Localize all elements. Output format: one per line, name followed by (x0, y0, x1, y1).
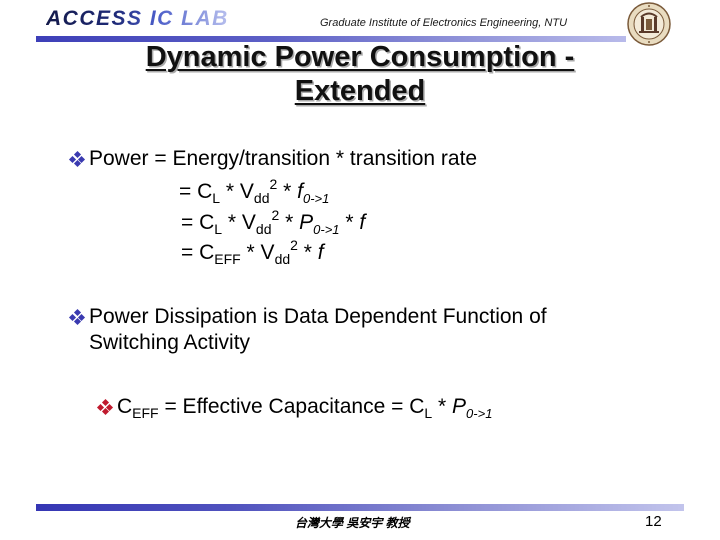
eq-sup: 2 (290, 237, 298, 253)
blue-diamond-bullet-icon (68, 308, 86, 326)
blue-diamond-bullet-icon (68, 150, 86, 168)
university-seal-icon (627, 2, 671, 46)
eq-sup: 2 (271, 207, 280, 223)
eq-sub: EFF (132, 405, 159, 421)
eq-sub: L (212, 190, 221, 206)
eq-text: * V (220, 180, 254, 203)
eq-var: P (452, 395, 467, 418)
eq-text: C (117, 395, 133, 418)
eq-sub: EFF (214, 251, 241, 267)
eq-sub: L (424, 405, 433, 421)
bullet-text: Power = Energy/transition * transition r… (89, 147, 478, 170)
institute-name: Graduate Institute of Electronics Engine… (320, 17, 568, 29)
eq-var: f (317, 241, 324, 264)
eq-sub: 0->1 (313, 222, 340, 237)
eq-sub: L (214, 221, 223, 237)
slide-title-line2: Extended (294, 75, 426, 107)
eq-text: = C (181, 241, 215, 264)
slide-title-line1: Dynamic Power Consumption - (145, 41, 575, 73)
eq-text: * (279, 211, 300, 234)
eq-sub: dd (255, 221, 272, 237)
eq-var: f (359, 211, 366, 234)
eq-var: f (297, 180, 303, 203)
equation-line-3: = CEFF * Vdd2 * f (181, 238, 324, 267)
eq-text: * (277, 180, 298, 203)
footer-author: 台灣大學 吳安宇 教授 (295, 516, 410, 530)
bullet-data-dependent-continuation: Switching Activity (89, 331, 250, 355)
bullet-text: Switching Activity (89, 331, 251, 354)
slide-title: Dynamic Power Consumption - Extended (90, 40, 630, 108)
eq-sup: 2 (269, 176, 278, 192)
bullet-power-definition: Power = Energy/transition * transition r… (68, 147, 478, 171)
bullet-data-dependent: Power Dissipation is Data Dependent Func… (68, 305, 547, 329)
eq-text: * V (240, 241, 275, 264)
eq-sub: 0->1 (466, 406, 493, 421)
page-number: 12 (645, 513, 662, 530)
eq-text: * (432, 395, 453, 418)
equation-line-1: = CL * Vdd2 * f0->1 (179, 177, 330, 206)
eq-sub: 0->1 (302, 191, 330, 206)
eq-var: P (299, 211, 314, 234)
lab-logo: ACCESS IC LAB (46, 7, 229, 30)
eq-text: * V (222, 211, 256, 234)
footer-divider-bar (36, 504, 684, 511)
eq-text: = C (179, 180, 213, 203)
equation-line-2: = CL * Vdd2 * P0->1 * f (181, 208, 366, 237)
eq-text: * (297, 241, 318, 264)
red-diamond-bullet-icon (96, 398, 114, 416)
eq-sub: dd (274, 251, 291, 267)
eq-text: = C (181, 211, 215, 234)
eq-text: = Effective Capacitance = C (158, 395, 425, 418)
header-divider-bar (36, 36, 626, 42)
sub-bullet-effective-capacitance: CEFF = Effective Capacitance = CL * P0->… (96, 395, 493, 421)
eq-sub: dd (253, 190, 270, 206)
eq-text: * (339, 211, 360, 234)
bullet-text: Power Dissipation is Data Dependent Func… (89, 305, 547, 328)
